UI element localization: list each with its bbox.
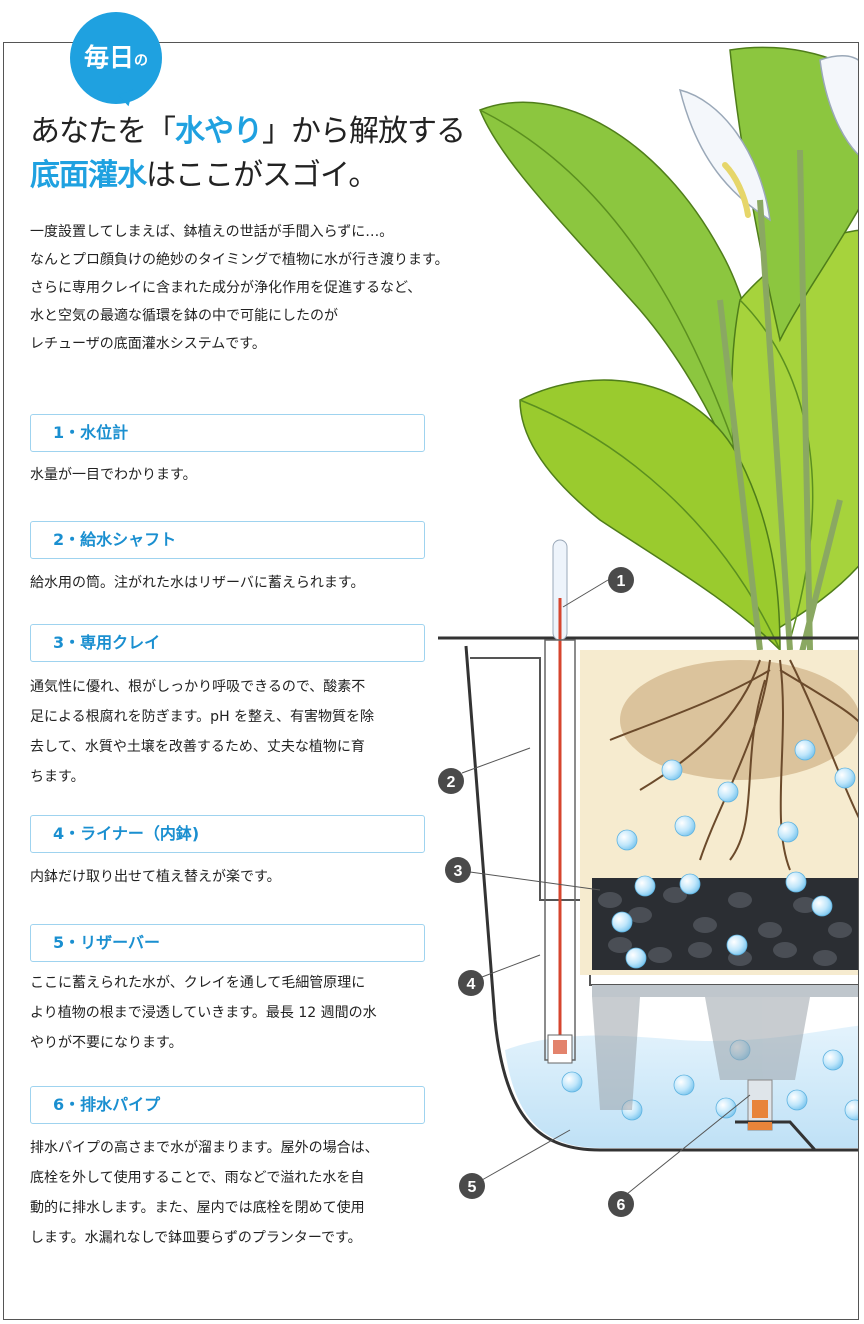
daily-badge: 毎日 の [70,12,162,104]
intro-line: レチューザの底面灌水システムです。 [30,336,266,352]
headline-prefix: あなたを「 [30,114,176,149]
section-line: 排水パイプの高さまで水が溜まります。屋外の場合は、 [30,1140,379,1156]
callout-4: 4 [458,970,484,996]
section-body-water-gauge: 水量が一目でわかります。 [30,460,430,490]
badge-main: 毎日 [84,43,135,72]
section-title-liner: 4・ライナー（内鉢) [30,815,425,853]
section-body-supply-shaft: 給水用の筒。注がれた水はリザーバに蓄えられます。 [30,568,430,598]
section-title-reservoir: 5・リザーバー [30,924,425,962]
intro-line: なんとプロ顔負けの絶妙のタイミングで植物に水が行き渡ります。 [30,252,449,268]
leader-lines [461,579,751,1199]
intro-paragraph: 一度設置してしまえば、鉢植えの世話が手間入らずに…。 なんとプロ顔負けの絶妙のタ… [30,218,510,358]
section-line: します。水漏れなしで鉢皿要らずのプランターです。 [30,1230,362,1246]
section-line: 去して、水質や土壌を改善するため、丈夫な植物に育 [30,739,365,755]
outer-pot [438,636,858,1152]
section-body-liner: 内鉢だけ取り出せて植え替えが楽です。 [30,862,430,892]
section-title-drain-pipe: 6・排水パイプ [30,1086,425,1124]
callout-2: 2 [438,768,464,794]
section-body-reservoir: ここに蓄えられた水が、クレイを通して毛細管原理に より植物の根まで浸透していきま… [30,968,430,1058]
intro-line: 水と空気の最適な循環を鉢の中で可能にしたのが [30,308,338,324]
headline-line1: あなたを「水やり」から解放する [30,106,466,150]
section-title-supply-shaft: 2・給水シャフト [30,521,425,559]
water-gauge [544,539,576,1064]
section-title-clay: 3・専用クレイ [30,624,425,662]
headline-highlight-watering: 水やり [175,114,263,149]
callout-6-label: 6 [617,1197,626,1214]
intro-line: 一度設置してしまえば、鉢植えの世話が手間入らずに…。 [30,224,394,240]
callout-6: 6 [608,1191,634,1217]
section-title-water-gauge: 1・水位計 [30,414,425,452]
badge-particle: の [134,53,148,69]
section-line: 水量が一目でわかります。 [30,467,197,483]
section-line: 内鉢だけ取り出せて植え替えが楽です。 [30,869,281,885]
section-line: 給水用の筒。注がれた水はリザーバに蓄えられます。 [30,575,365,591]
section-line: 通気性に優れ、根がしっかり呼吸できるので、酸素不 [30,679,366,695]
section-body-clay: 通気性に優れ、根がしっかり呼吸できるので、酸素不 足による根腐れを防ぎます。pH… [30,672,430,792]
headline-line2: 底面灌水はここがスゴイ。 [30,150,378,194]
section-line: 動的に排水します。また、屋内では底栓を閉めて使用 [30,1200,365,1216]
section-line: 足による根腐れを防ぎます。pH を整え、有害物質を除 [30,709,375,725]
headline-line2-suffix: はここがスゴイ。 [146,158,378,193]
section-line: ここに蓄えられた水が、クレイを通して毛細管原理に [30,975,366,991]
callout-3: 3 [445,857,471,883]
drain-pipe [735,1079,817,1151]
callout-3-label: 3 [454,863,463,880]
section-line: ちます。 [30,769,85,785]
callout-2-label: 2 [447,774,456,791]
section-line: やりが不要になります。 [30,1035,183,1051]
section-line: より植物の根まで浸透していきます。最長 12 週間の水 [30,1005,377,1021]
wick-legs [592,997,810,1110]
intro-line: さらに専用クレイに含まれた成分が浄化作用を促進するなど、 [30,280,422,296]
callout-1-label: 1 [617,573,626,590]
callout-4-label: 4 [467,976,476,993]
page-frame [3,42,859,1320]
headline-suffix: 」から解放する [262,114,466,149]
section-line: 底栓を外して使用することで、雨などで溢れた水を自 [30,1170,365,1186]
callout-5: 5 [459,1173,485,1199]
callout-5-label: 5 [468,1179,477,1196]
headline-highlight-subirrigation: 底面灌水 [30,158,147,193]
callout-1: 1 [608,567,634,593]
plant-leaves [479,46,858,661]
section-body-drain-pipe: 排水パイプの高さまで水が溜まります。屋外の場合は、 底栓を外して使用することで、… [30,1133,430,1253]
